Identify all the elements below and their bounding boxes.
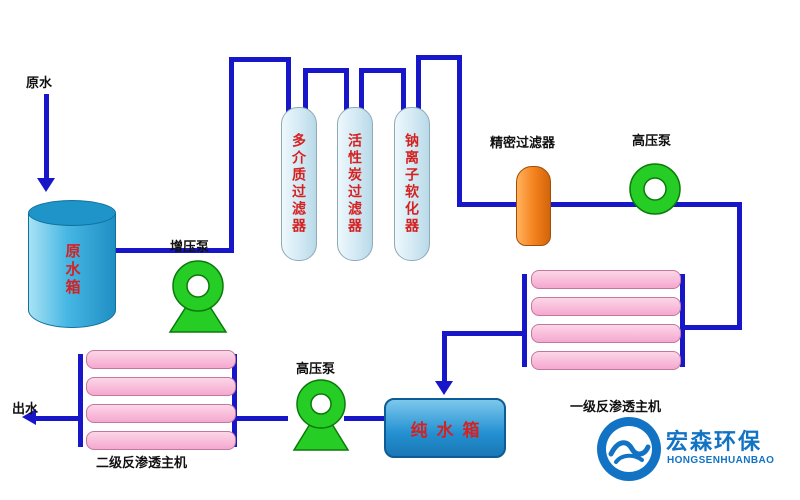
ro2-left-header-pipe	[78, 354, 83, 447]
high-pressure-pump-1	[629, 163, 681, 215]
ro1-membrane	[531, 351, 681, 370]
raw-water-tank-label: 原水箱	[63, 243, 81, 298]
raw-water-label: 原水	[26, 75, 53, 90]
pipe-segment	[36, 416, 82, 421]
multimedia-filter-label: 多介质过滤器	[291, 133, 307, 235]
precision-filter-label: 精密过滤器	[490, 135, 556, 150]
logo-chinese-name: 宏森环保	[666, 429, 763, 454]
booster-pump-label: 增压泵	[170, 239, 210, 254]
ro-stage2-label: 二级反渗透主机	[96, 455, 188, 470]
ro1-right-header-pipe	[680, 274, 685, 367]
pipe-segment	[44, 94, 49, 180]
precision-filter	[516, 166, 551, 246]
ro2-membrane	[86, 431, 236, 450]
company-logo-icon	[597, 417, 661, 481]
pipe-segment	[344, 68, 349, 114]
pipe-segment	[457, 202, 519, 207]
logo-english-name: HONGSENHUANBAO	[667, 455, 775, 466]
pipe-segment	[359, 68, 406, 73]
carbon-filter-label: 活性炭过滤器	[347, 133, 363, 235]
pure-water-tank: 纯水箱	[384, 398, 506, 458]
ro1-left-header-pipe	[522, 274, 527, 367]
ro2-right-header-pipe	[232, 354, 237, 447]
pipe-segment	[359, 68, 364, 114]
ro1-membrane	[531, 270, 681, 289]
multimedia-filter: 多介质过滤器	[281, 107, 317, 261]
pipe-segment	[303, 68, 308, 114]
pipe-segment	[229, 57, 291, 62]
pipe-segment	[684, 325, 740, 330]
pipe-segment	[236, 416, 288, 421]
pipe-segment	[416, 55, 462, 60]
outlet-water-label: 出水	[12, 401, 39, 416]
pipe-segment	[446, 331, 526, 336]
ro1-membrane	[531, 324, 681, 343]
pipe-segment	[401, 68, 406, 114]
ro-stage1-label: 一级反渗透主机	[570, 399, 662, 414]
arrow-left-icon	[22, 409, 36, 425]
sodium-ion-softener: 钠离子软化器	[394, 107, 430, 261]
softener-label: 钠离子软化器	[404, 133, 420, 235]
raw-water-tank-body	[28, 213, 116, 328]
pipe-segment	[229, 57, 234, 253]
pipe-segment	[416, 55, 421, 114]
pipe-segment	[303, 68, 349, 73]
pipe-segment	[344, 416, 386, 421]
arrow-down-icon	[435, 381, 453, 395]
booster-pump	[168, 260, 228, 333]
ro1-membrane	[531, 297, 681, 316]
arrow-down-icon	[37, 178, 55, 192]
ro2-membrane	[86, 377, 236, 396]
high-pressure-pump-2	[292, 379, 350, 451]
pipe-segment	[286, 57, 291, 113]
ro2-membrane	[86, 350, 236, 369]
pipe-segment	[114, 248, 234, 253]
pipe-segment	[737, 202, 742, 330]
activated-carbon-filter: 活性炭过滤器	[337, 107, 373, 261]
ro2-membrane	[86, 404, 236, 423]
raw-water-tank-lid	[28, 200, 116, 226]
raw-water-tank: 原水箱	[28, 200, 116, 328]
high-pressure-pump-1-label: 高压泵	[632, 133, 672, 148]
pure-water-tank-label: 纯水箱	[410, 420, 489, 440]
pipe-segment	[457, 55, 462, 207]
pipe-segment	[442, 331, 447, 383]
high-pressure-pump-2-label: 高压泵	[296, 361, 336, 376]
